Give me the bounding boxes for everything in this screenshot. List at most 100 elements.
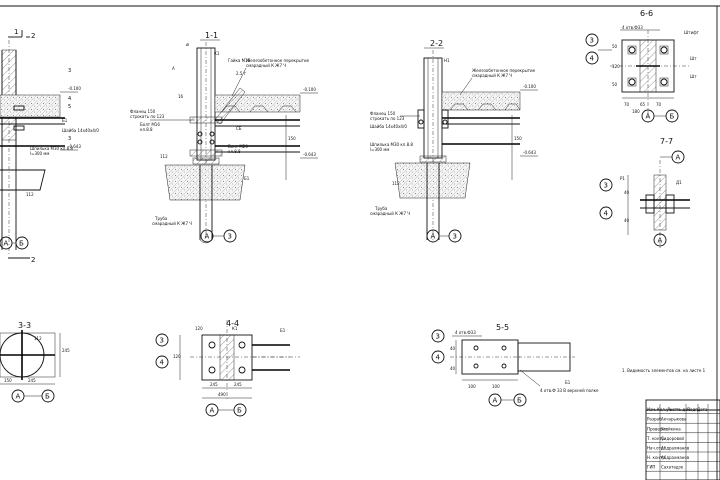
svg-text:-0.100: -0.100 (68, 86, 81, 91)
axis-bubble-a2-7-7 (653, 233, 667, 247)
svg-text:Б1: Б1 (244, 176, 250, 181)
section-5-5: 5-5 4 отв.Ф33 3 4 40 40 100 100 Б1 4 отв… (431, 323, 599, 407)
title-block-cell: Нач.отд. (647, 446, 665, 451)
svg-text:100: 100 (492, 384, 500, 389)
slab-2-2 (441, 91, 521, 111)
title-block-header-cell: Подп. (687, 407, 699, 412)
svg-text:Б1: Б1 (62, 118, 68, 123)
axis-bubble-4-4-4 (155, 355, 169, 369)
svg-text:-0.100: -0.100 (523, 84, 536, 89)
svg-text:65: 65 (640, 102, 646, 107)
svg-text:Д1: Д1 (676, 180, 682, 185)
svg-text:3: 3 (160, 337, 164, 345)
svg-text:3: 3 (68, 136, 71, 142)
cut-mark-1: 1 (14, 28, 18, 36)
section-title-6-6: 6-6 (640, 9, 653, 18)
svg-text:А: А (676, 154, 681, 162)
svg-text:Железобетонное перекрытие: Железобетонное перекрытие (472, 68, 536, 73)
svg-text:16: 16 (178, 94, 184, 99)
svg-text:СБ: СБ (236, 126, 242, 131)
section-6-6: 6-6 4 отв.Ф33 Штифт Шт Шт 50 120 50 70 6… (585, 9, 700, 123)
node-left-partial: 1 2 -0.100 -0.643 Б1 Шайба 14x40x4/0 Шпи… (0, 28, 99, 264)
slab (0, 94, 61, 118)
svg-text:А: А (4, 240, 9, 248)
axis-bubble-4-7-7 (599, 206, 613, 220)
axis-bubble-3-4-4 (155, 333, 169, 347)
title-block-cell: Сидоровой (661, 436, 684, 441)
svg-text:4 отв.Ф33: 4 отв.Ф33 (455, 330, 476, 335)
svg-text:150: 150 (4, 378, 12, 383)
svg-text:4: 4 (604, 210, 609, 218)
svg-text:l=300 мм: l=300 мм (370, 147, 389, 152)
svg-text:Железобетонное перекрытие: Железобетонное перекрытие (246, 58, 310, 63)
svg-text:Шпилька М30 кл.8.8: Шпилька М30 кл.8.8 (370, 142, 413, 147)
section-4-4: 4-4 120 К1 Б1 3 4 120 245 245 490 А Б (155, 319, 300, 417)
title-block-header-cell: Кол.уч. (657, 407, 672, 412)
section-2-2: 2-2 Н1 Железобетонное перекрытие смарадн… (370, 39, 538, 243)
svg-text:3: 3 (453, 233, 457, 241)
svg-text:А: А (210, 407, 215, 415)
svg-text:Гайка М16: Гайка М16 (228, 58, 251, 63)
title-block-cell: Н. контр. (647, 455, 666, 460)
svg-text:-0.643: -0.643 (303, 152, 316, 157)
svg-text:А: А (493, 397, 498, 405)
svg-text:50: 50 (612, 82, 618, 87)
svg-text:5: 5 (68, 104, 71, 110)
title-block-cell: Проверил (647, 426, 668, 431)
svg-text:Шпилька М30 кл.8.8: Шпилька М30 кл.8.8 (30, 146, 73, 151)
svg-text:245: 245 (62, 348, 70, 353)
svg-text:Шт: Шт (690, 74, 697, 79)
svg-text:120: 120 (612, 64, 620, 69)
svg-text:4: 4 (68, 96, 71, 102)
svg-text:-0.100: -0.100 (303, 87, 316, 92)
svg-text:Р1: Р1 (620, 176, 625, 181)
title-block-header-cell: Дата (697, 407, 708, 412)
svg-text:70: 70 (656, 102, 662, 107)
svg-text:Б1: Б1 (280, 328, 286, 333)
svg-text:Б: Б (670, 113, 675, 121)
svg-text:Штифт: Штифт (684, 30, 700, 35)
svg-text:40: 40 (450, 366, 456, 371)
svg-text:112: 112 (160, 154, 168, 159)
section-title-7-7: 7-7 (660, 137, 673, 146)
svg-text:4: 4 (436, 354, 441, 362)
svg-text:2.5 т: 2.5 т (236, 71, 247, 76)
section-title-3-3: 3-3 (18, 321, 31, 330)
svg-text:A: A (172, 66, 175, 71)
svg-text:3: 3 (604, 182, 608, 190)
section-1-1: 1-1 ⌀ К1 A Железобетонное перекрытие сма… (130, 31, 318, 244)
svg-text:-0.643: -0.643 (68, 144, 81, 149)
svg-text:Фланец 150: Фланец 150 (130, 109, 156, 114)
svg-text:Шайба 14x40x4/0: Шайба 14x40x4/0 (62, 128, 99, 133)
sheet-frame (0, 5, 720, 480)
svg-text:кл.8.8: кл.8.8 (228, 149, 241, 154)
svg-text:А: А (658, 237, 663, 245)
svg-text:Труба: Труба (374, 206, 388, 211)
section-title-4-4: 4-4 (226, 319, 239, 328)
svg-text:70: 70 (624, 102, 630, 107)
svg-text:245: 245 (234, 382, 242, 387)
svg-text:смарадный К Ж7 Ч: смарадный К Ж7 Ч (152, 221, 192, 226)
svg-text:40: 40 (450, 346, 456, 351)
title-block-cell: ГИП (647, 465, 655, 470)
svg-text:112: 112 (26, 192, 34, 197)
svg-text:2: 2 (31, 256, 35, 264)
svg-text:Шайба 14x40x4/0: Шайба 14x40x4/0 (370, 124, 407, 129)
svg-text:Б: Б (45, 393, 50, 401)
svg-text:Н1: Н1 (444, 58, 450, 63)
title-block-cell: Сахатадзе (661, 465, 684, 470)
svg-text:490: 490 (218, 392, 226, 397)
general-note: 1. Видимость элементов см. на листе 1 (622, 368, 706, 373)
svg-text:Болт М20: Болт М20 (228, 144, 248, 149)
title-block-cell: Разраб. (647, 417, 663, 422)
svg-text:150: 150 (288, 136, 296, 141)
svg-text:4: 4 (590, 55, 595, 63)
svg-text:180: 180 (632, 109, 640, 114)
title-block-cell: Т. контр. (646, 436, 666, 441)
svg-text:Болт М16: Болт М16 (140, 122, 160, 127)
svg-text:А: А (431, 233, 436, 241)
svg-text:40: 40 (624, 190, 630, 195)
svg-text:Труба: Труба (154, 216, 168, 221)
